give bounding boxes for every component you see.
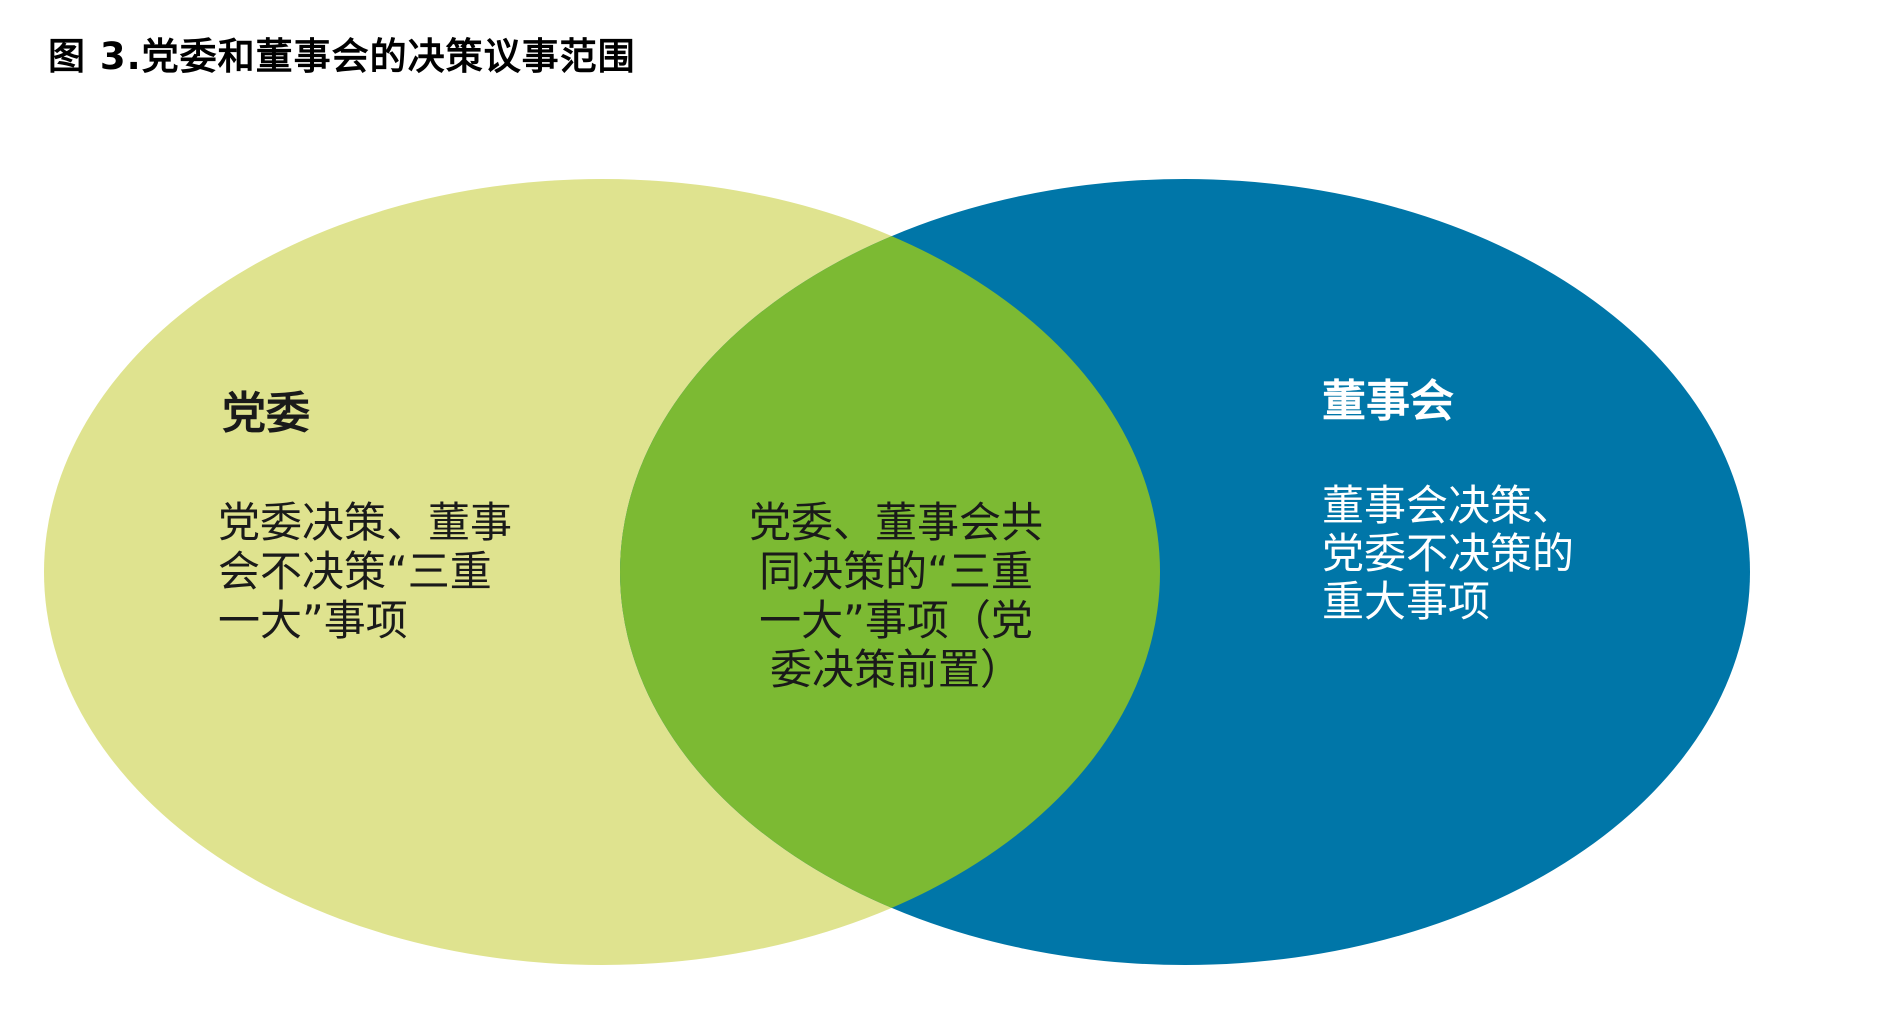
right-zone-heading: 董事会 xyxy=(1322,376,1454,427)
figure-title: 图 3.党委和董事会的决策议事范围 xyxy=(48,35,636,78)
left-zone-heading: 党委 xyxy=(222,388,310,439)
overlap-zone-body: 党委、董事会共 同决策的“三重 一大”事项（党 委决策前置） xyxy=(748,498,1043,694)
overlap-region xyxy=(620,179,1160,965)
right-zone-body: 董事会决策、 党委不决策的 重大事项 xyxy=(1322,481,1575,626)
left-zone-body: 党委决策、董事 会不决策“三重 一大”事项 xyxy=(218,498,513,645)
